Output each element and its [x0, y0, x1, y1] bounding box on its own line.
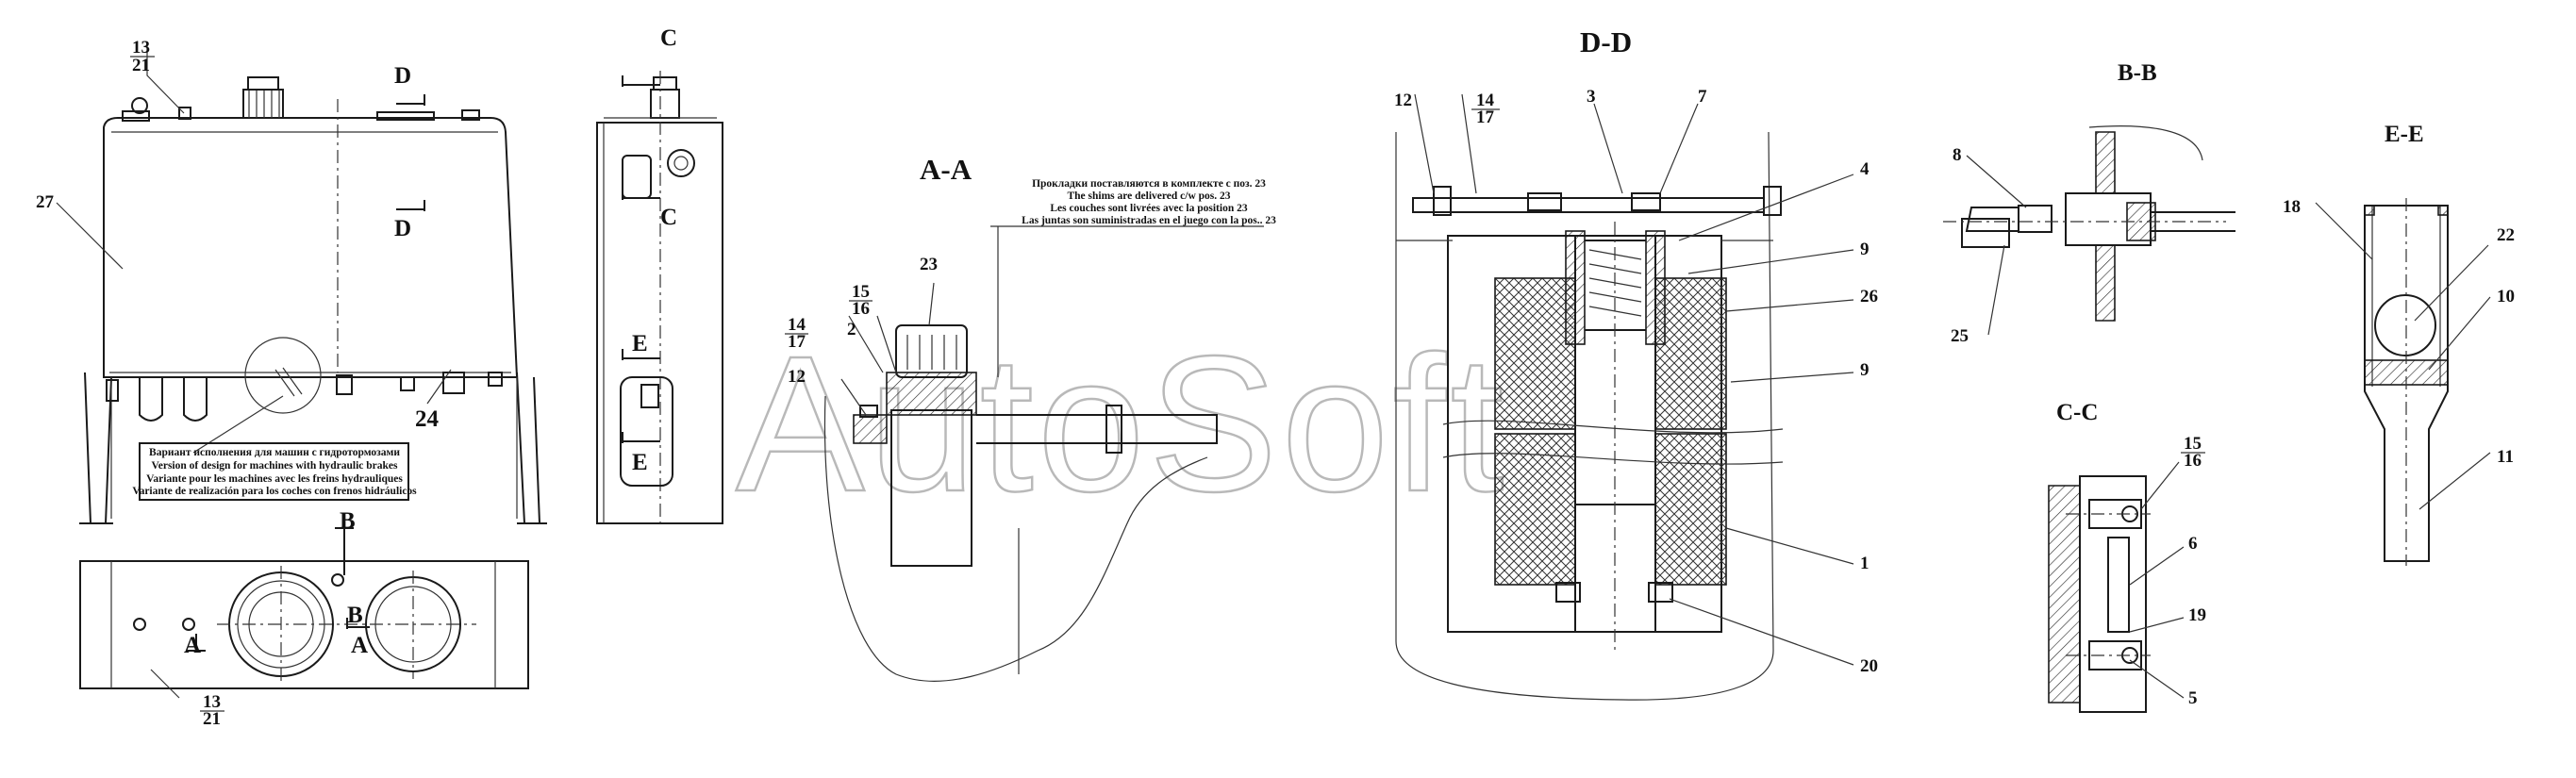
- shims-note-line-1: Прокладки поставляются в комплекте с поз…: [1032, 178, 1266, 190]
- section-dd: D-D 12 14 17 3 7 4 9 26 9 1 20: [1394, 25, 1878, 701]
- marker-c-top: C: [660, 25, 677, 51]
- section-ee: E-E 18 22 10 11: [2283, 122, 2515, 566]
- dd-callout-17: 17: [1476, 108, 1495, 127]
- ee-callout-11: 11: [2497, 447, 2514, 467]
- aa-callout-15: 15: [852, 282, 870, 302]
- cc-callout-15: 15: [2184, 434, 2202, 454]
- section-cc-title: C-C: [2056, 400, 2098, 425]
- front-view: Вариант исполнения для машин с гидроторм…: [36, 38, 547, 524]
- shims-note-line-2: The shims are delivered c/w pos. 23: [1067, 190, 1230, 202]
- aa-callout-17: 17: [788, 332, 806, 352]
- aa-callout-14: 14: [788, 315, 806, 335]
- cc-callout-16: 16: [2184, 451, 2202, 471]
- section-bb-title: B-B: [2118, 60, 2157, 86]
- dd-callout-7: 7: [1698, 87, 1707, 107]
- section-ee-title: E-E: [2385, 122, 2424, 147]
- marker-c-mid: C: [660, 205, 677, 230]
- section-dd-title: D-D: [1580, 25, 1632, 58]
- brakes-note-line-3: Variante pour les machines avec les frei…: [146, 473, 403, 485]
- marker-d-mid: D: [394, 216, 411, 241]
- dd-callout-26: 26: [1860, 287, 1878, 306]
- marker-b-top: B: [340, 508, 356, 534]
- bb-callout-25: 25: [1951, 326, 1969, 346]
- marker-a-left: A: [184, 633, 201, 658]
- cc-callout-6: 6: [2188, 534, 2198, 554]
- cc-callout-5: 5: [2188, 688, 2198, 708]
- bb-callout-8: 8: [1953, 145, 1962, 165]
- aa-callout-16: 16: [852, 299, 870, 319]
- section-aa-title: A-A: [920, 153, 972, 186]
- marker-a-right: A: [351, 633, 368, 658]
- top-view: B B A A 13 21: [79, 508, 529, 729]
- marker-b-bot: B: [347, 603, 363, 628]
- marker-e-top: E: [632, 331, 648, 356]
- dd-callout-12: 12: [1394, 91, 1412, 110]
- shims-note-line-3: Les couches sont livrées avec la positio…: [1050, 203, 1247, 214]
- dd-callout-20: 20: [1860, 656, 1878, 676]
- front-callout-13: 13: [132, 38, 150, 58]
- front-callout-27: 27: [36, 192, 55, 212]
- front-callout-21: 21: [132, 56, 150, 75]
- cc-callout-19: 19: [2188, 605, 2206, 625]
- ee-callout-18: 18: [2283, 197, 2301, 217]
- aa-callout-2: 2: [847, 320, 856, 339]
- ee-callout-10: 10: [2497, 287, 2515, 306]
- brakes-note-line-2: Version of design for machines with hydr…: [151, 460, 398, 472]
- dd-callout-9a: 9: [1860, 240, 1870, 259]
- shims-note-line-4: Las juntas son suministradas en el juego…: [1022, 215, 1276, 226]
- dd-callout-3: 3: [1587, 87, 1596, 107]
- dd-callout-1: 1: [1860, 554, 1870, 573]
- front-callout-24: 24: [415, 406, 440, 432]
- marker-e-bot: E: [632, 450, 648, 475]
- aa-callout-12: 12: [788, 367, 806, 387]
- side-view: C C E E: [596, 25, 723, 524]
- section-cc: C-C 15 16 6 19 5: [2048, 400, 2206, 713]
- dd-callout-4: 4: [1860, 159, 1870, 179]
- ee-callout-22: 22: [2497, 225, 2515, 245]
- section-aa: Прокладки поставляются в комплекте с поз…: [785, 153, 1276, 682]
- dd-callout-14: 14: [1476, 91, 1495, 110]
- marker-d-top: D: [394, 63, 411, 89]
- dd-callout-9b: 9: [1860, 360, 1870, 380]
- top-callout-21: 21: [203, 709, 221, 729]
- brakes-note-line-1: Вариант исполнения для машин с гидроторм…: [149, 447, 400, 458]
- brakes-note-line-4: Variante de realización para los coches …: [132, 486, 417, 497]
- top-callout-13: 13: [203, 692, 221, 712]
- section-bb: B-B 8 25: [1943, 60, 2235, 346]
- aa-callout-23: 23: [920, 255, 938, 274]
